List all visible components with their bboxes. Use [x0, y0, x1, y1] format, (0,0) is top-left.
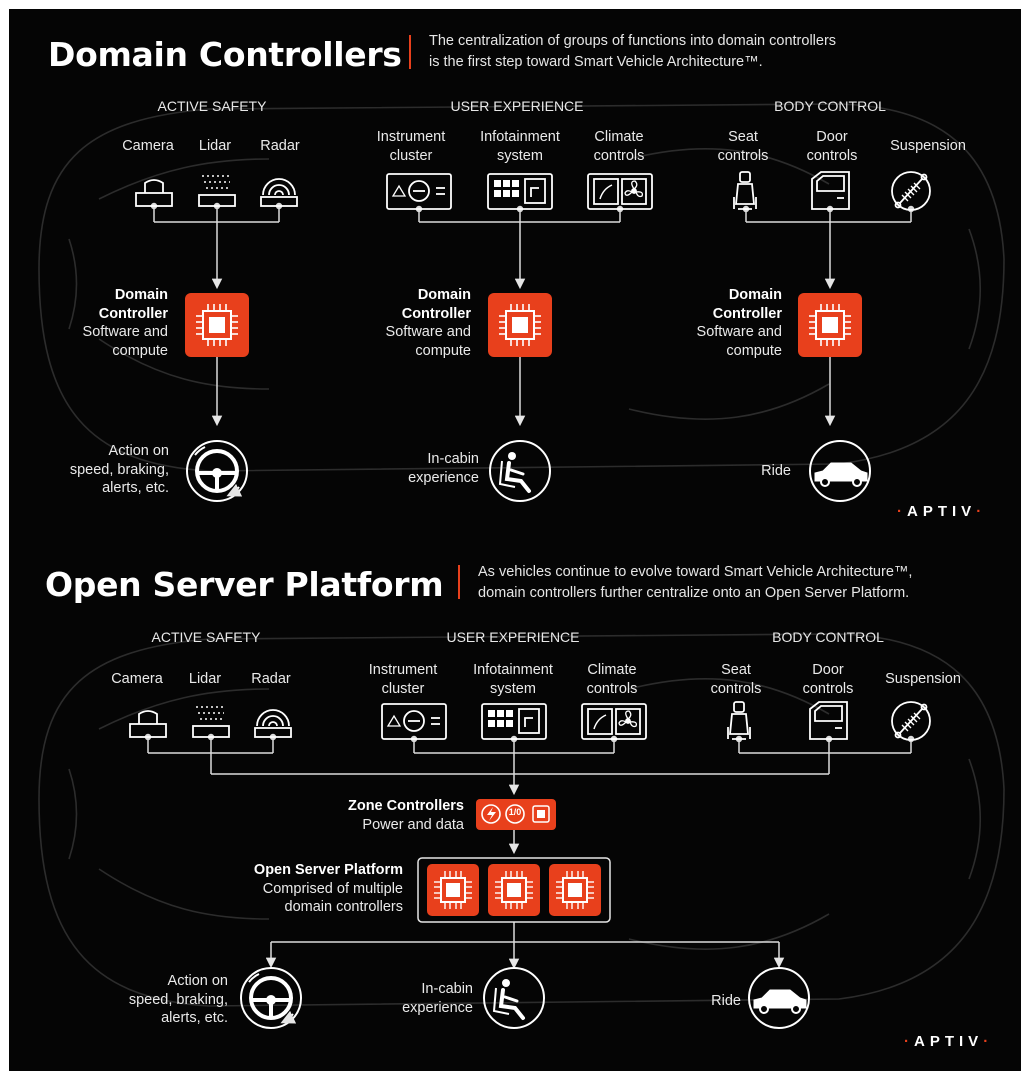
title-divider [409, 35, 411, 69]
suspension-icon [891, 701, 931, 741]
car-silhouette-bottom [38, 633, 1005, 1007]
door-controls-icon [809, 701, 848, 740]
top-subtitle-line2: is the first step toward Smart Vehicle A… [429, 54, 763, 70]
bottom-subtitle-line2: domain controllers further centralize on… [478, 585, 910, 601]
in-cabin-person-icon-top [489, 440, 551, 502]
seat-controls-icon [733, 171, 757, 210]
suspension-label: Suspension [885, 671, 961, 687]
seat-controls-icon [727, 701, 751, 740]
lidar-label: Lidar [198, 138, 232, 154]
infotainment-system-icon [487, 173, 553, 210]
category-active-safety: ACTIVE SAFETY [157, 98, 267, 114]
zone-controllers-box [476, 799, 556, 830]
radar-icon [260, 178, 298, 207]
category-active-safety: ACTIVE SAFETY [151, 629, 261, 645]
osp-chip-3 [549, 864, 601, 916]
camera-label: Camera [122, 138, 174, 154]
lidar-icon [198, 175, 236, 207]
radar-icon [254, 709, 292, 738]
io-icon [505, 804, 525, 824]
category-body-control: BODY CONTROL [774, 98, 886, 114]
aptiv-logo-top: ·APTIV· [897, 503, 987, 520]
lidar-label: Lidar [188, 671, 222, 687]
chip-icon [532, 805, 550, 823]
camera-icon [129, 710, 167, 738]
domain-controller-chip-3 [798, 293, 862, 357]
page-title-domain-controllers: Domain Controllers [48, 35, 402, 74]
power-icon [481, 804, 501, 824]
category-body-control: BODY CONTROL [772, 629, 884, 645]
osp-chip-2 [488, 864, 540, 916]
category-user-experience: USER EXPERIENCE [446, 629, 580, 645]
door-controls-icon [811, 171, 850, 210]
car-ride-icon-top [809, 440, 871, 502]
diagram-graphics [38, 103, 1005, 1071]
infographic-frame: Domain Controllers The centralization of… [9, 9, 1021, 1071]
car-silhouette-top [38, 103, 1005, 472]
open-server-platform-box [417, 857, 611, 923]
ride-outcome-label: Ride [711, 993, 741, 1009]
top-subtitle-line1: The centralization of groups of function… [429, 33, 837, 49]
domain-controller-chip-2 [488, 293, 552, 357]
suspension-label: Suspension [890, 138, 966, 154]
bottom-subtitle-line1: As vehicles continue to evolve toward Sm… [478, 564, 913, 580]
instrument-cluster-icon [381, 703, 447, 740]
osp-chip-1 [427, 864, 479, 916]
domain-controller-chip-1 [185, 293, 249, 357]
top-connectors [150, 202, 915, 427]
infotainment-system-icon [481, 703, 547, 740]
camera-icon [135, 179, 173, 207]
ride-outcome-label: Ride [761, 463, 791, 479]
radar-label: Radar [251, 671, 291, 687]
steering-wheel-icon-top [186, 440, 248, 501]
steering-wheel-icon-bottom [240, 967, 302, 1028]
climate-controls-icon [587, 173, 653, 210]
car-ride-icon-bottom [748, 967, 810, 1029]
climate-controls-icon [581, 703, 647, 740]
lidar-icon [192, 706, 230, 738]
bottom-connectors [144, 733, 915, 970]
camera-label: Camera [111, 671, 163, 687]
title-divider [458, 565, 460, 599]
page-title-open-server-platform: Open Server Platform [45, 565, 444, 604]
aptiv-logo-bottom: ·APTIV· [904, 1033, 994, 1050]
instrument-cluster-icon [386, 173, 452, 210]
suspension-icon [891, 171, 931, 211]
io-label: 1/0 [508, 807, 522, 817]
category-user-experience: USER EXPERIENCE [450, 98, 584, 114]
radar-label: Radar [260, 138, 300, 154]
in-cabin-person-icon-bottom [483, 967, 545, 1029]
